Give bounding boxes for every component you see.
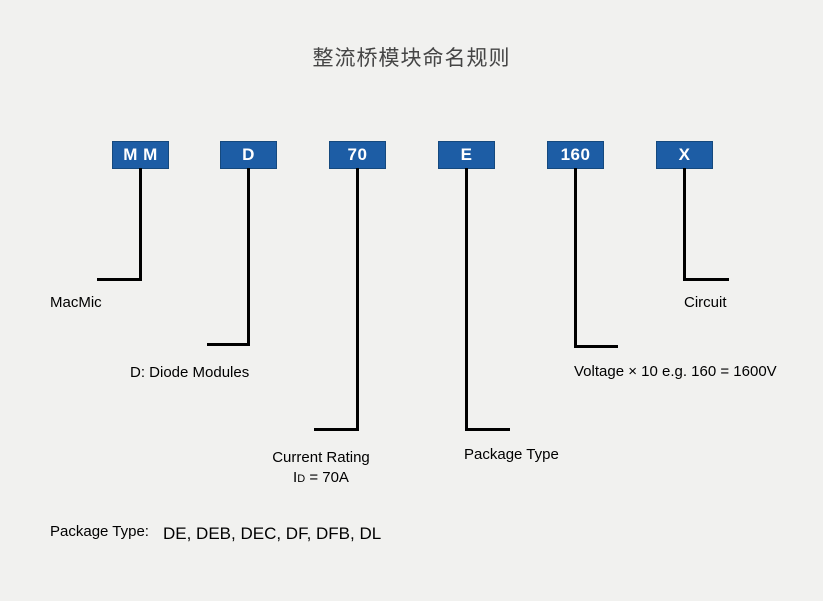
connector-line-x-horizontal [683, 278, 729, 281]
code-box-160: 160 [547, 141, 604, 169]
connector-line-mm-vertical [139, 168, 142, 281]
connector-line-e-vertical [465, 168, 468, 431]
connector-line-x-vertical [683, 168, 686, 281]
code-box-70: 70 [329, 141, 386, 169]
footer-package-type-values: DE, DEB, DEC, DF, DFB, DL [163, 524, 382, 543]
label-macmic: MacMic [50, 294, 102, 311]
connector-line-e-horizontal [465, 428, 510, 431]
label-voltage: Voltage × 10 e.g. 160 = 1600V [574, 363, 777, 380]
connector-line-d-horizontal [207, 343, 250, 346]
code-box-e: E [438, 141, 495, 169]
current-subscript: D [297, 473, 306, 485]
label-diode-modules: D: Diode Modules [130, 364, 250, 381]
diagram-title: 整流桥模块命名规则 [312, 47, 511, 70]
label-package-type: Package Type [464, 446, 559, 463]
label-circuit: Circuit [684, 294, 727, 311]
code-box-mm: M M [112, 141, 169, 169]
connector-line-mm-horizontal [97, 278, 142, 281]
current-suffix: = 70A [305, 469, 349, 486]
connector-line-70-vertical [356, 168, 359, 431]
code-box-d: D [220, 141, 277, 169]
connector-line-70-horizontal [314, 428, 359, 431]
connector-line-160-vertical [574, 168, 577, 348]
current-symbol: I [293, 469, 298, 486]
footer-package-type-prefix: Package Type: [50, 523, 149, 540]
connector-line-160-horizontal [574, 345, 618, 348]
code-box-x: X [656, 141, 713, 169]
label-current-rating: Current Rating [272, 449, 370, 466]
connector-line-d-vertical [247, 168, 250, 346]
label-current-value: ID = 70A [260, 469, 382, 486]
